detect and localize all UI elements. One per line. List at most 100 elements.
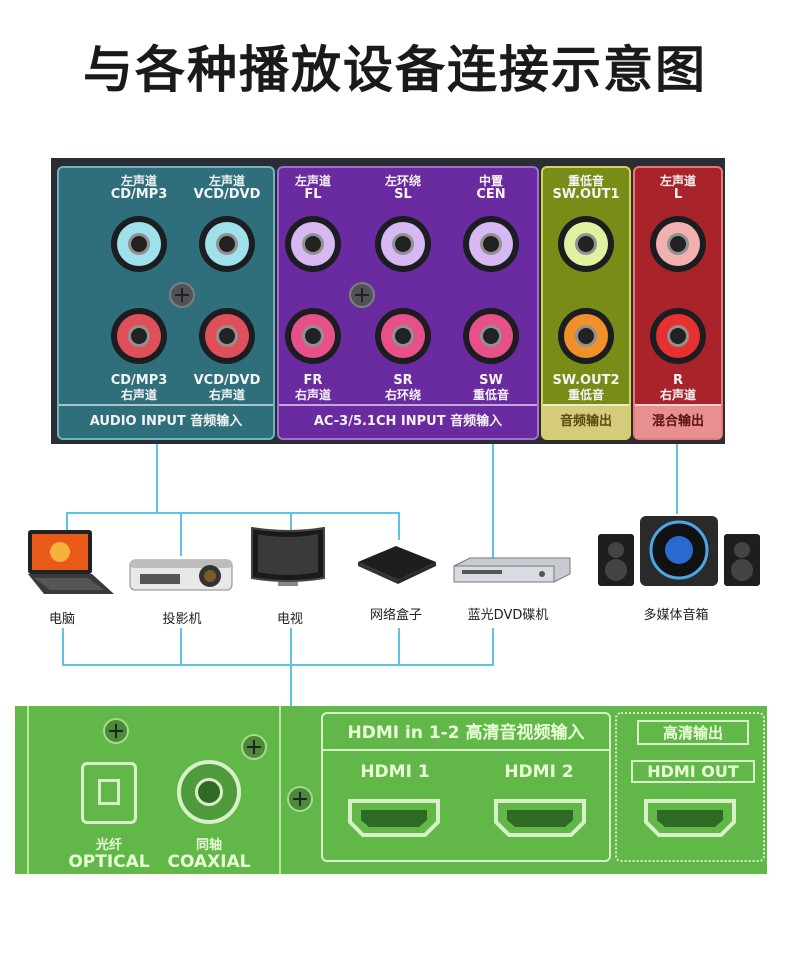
jack-vcddvd-right[interactable] — [199, 308, 255, 364]
sr-en: SR — [363, 374, 443, 388]
projector-icon[interactable] — [128, 556, 234, 600]
jack-sw-out1[interactable] — [558, 216, 614, 272]
audio-col1-bottom-cn: 右声道 — [121, 388, 157, 402]
jack-cdmp3-right[interactable] — [111, 308, 167, 364]
connector-line — [62, 628, 64, 664]
hdmi1-label: HDMI 1 — [345, 762, 445, 782]
coaxial-cn: 同轴 — [163, 834, 255, 853]
jack-cdmp3-left[interactable] — [111, 216, 167, 272]
sw-output-section: 重低音 SW.OUT1 SW.OUT2 重低音 音频输出 — [541, 166, 631, 440]
jack-cen[interactable] — [463, 216, 519, 272]
connector-line — [180, 628, 182, 664]
jack-vcddvd-left[interactable] — [199, 216, 255, 272]
mix-output-section: 左声道 L R 右声道 混合输出 — [633, 166, 723, 440]
hdmi-input-frame: HDMI in 1-2 高清音视频输入 HDMI 1 HDMI 2 — [321, 712, 611, 862]
screw-icon — [103, 718, 129, 744]
fr-cn: 右声道 — [295, 388, 331, 402]
mix-right-label: R 右声道 — [638, 374, 718, 402]
audio-input-section: 左声道 CD/MP3 左声道 VCD/DVD CD/MP3 右声道 VCD/DV… — [57, 166, 275, 440]
jack-sr[interactable] — [375, 308, 431, 364]
audio-col1-bottom-label: CD/MP3 右声道 — [99, 374, 179, 402]
connector-line — [180, 512, 182, 556]
mix-right-cn: 右声道 — [660, 388, 696, 402]
hdmi2-label: HDMI 2 — [489, 762, 589, 782]
hdmi2-port[interactable] — [493, 798, 587, 838]
audio-col1-top-label: 左声道 CD/MP3 — [99, 174, 179, 202]
sw-label: SW 重低音 — [451, 374, 531, 402]
ac3-input-footer: AC-3/5.1CH INPUT 音频输入 — [279, 404, 537, 438]
jack-sw-out2[interactable] — [558, 308, 614, 364]
jack-mix-left[interactable] — [650, 216, 706, 272]
fr-en: FR — [273, 374, 353, 388]
sw-en: SW — [451, 374, 531, 388]
sw-output-footer: 音频输出 — [543, 404, 629, 438]
dvd-player-icon[interactable] — [452, 556, 572, 590]
coaxial-port[interactable] — [177, 760, 241, 824]
ac3-input-section: 左声道 FL 左环绕 SL 中置 CEN FR 右声道 SR 右环绕 SW 重低… — [277, 166, 539, 440]
mix-left-cn: 左声道 — [660, 174, 696, 188]
sr-cn: 右环绕 — [385, 388, 421, 402]
audio-col2-top-en: VCD/DVD — [187, 188, 267, 202]
connector-line — [62, 664, 494, 666]
device-label-computer: 电脑 — [2, 608, 122, 627]
fr-label: FR 右声道 — [273, 374, 353, 402]
connector-line — [398, 628, 400, 664]
sw-out1-label: 重低音 SW.OUT1 — [546, 174, 626, 202]
laptop-icon[interactable] — [24, 528, 116, 604]
hdmi-out-port[interactable] — [643, 798, 737, 838]
rear-panel-audio: L R 左声道 CD/MP3 左声道 VCD/DVD CD/MP3 右声道 VC… — [51, 158, 725, 444]
audio-col2-bottom-en: VCD/DVD — [187, 374, 267, 388]
connector-line — [66, 512, 400, 514]
optical-en: OPTICAL — [63, 852, 155, 872]
device-label-speaker: 多媒体音箱 — [616, 604, 736, 623]
device-label-projector: 投影机 — [122, 608, 242, 627]
hdmi-out-label: HDMI OUT — [631, 760, 755, 783]
audio-col2-top-label: 左声道 VCD/DVD — [187, 174, 267, 202]
sl-label: 左环绕 SL — [363, 174, 443, 202]
audio-col1-bottom-en: CD/MP3 — [99, 374, 179, 388]
optical-port[interactable] — [81, 762, 137, 824]
sr-label: SR 右环绕 — [363, 374, 443, 402]
device-label-bluray-dvd: 蓝光DVD碟机 — [448, 604, 568, 623]
mix-output-footer: 混合输出 — [635, 404, 721, 438]
jack-mix-right[interactable] — [650, 308, 706, 364]
hdmi1-port[interactable] — [347, 798, 441, 838]
optical-port-inner — [98, 779, 120, 805]
jack-fl[interactable] — [285, 216, 341, 272]
jack-sw[interactable] — [463, 308, 519, 364]
jack-sl[interactable] — [375, 216, 431, 272]
audio-input-footer: AUDIO INPUT 音频输入 — [59, 404, 273, 438]
connector-line — [676, 444, 678, 514]
speaker-icon[interactable] — [594, 512, 764, 592]
fl-label: 左声道 FL — [273, 174, 353, 202]
device-label-network-box: 网络盒子 — [336, 604, 456, 623]
tv-icon[interactable] — [248, 524, 328, 596]
sw-out2-en: SW.OUT2 — [546, 374, 626, 388]
sl-cn: 左环绕 — [385, 174, 421, 188]
connector-line — [492, 628, 494, 664]
cen-en: CEN — [451, 188, 531, 202]
connector-line — [492, 444, 494, 558]
audio-col1-top-en: CD/MP3 — [99, 188, 179, 202]
jack-fr[interactable] — [285, 308, 341, 364]
sw-out1-cn: 重低音 — [568, 174, 604, 188]
sw-out1-en: SW.OUT1 — [546, 188, 626, 202]
mix-left-en: L — [638, 188, 718, 202]
screw-icon — [349, 282, 375, 308]
fl-cn: 左声道 — [295, 174, 331, 188]
screw-icon — [287, 786, 313, 812]
cen-cn: 中置 — [479, 174, 503, 188]
page-title: 与各种播放设备连接示意图 — [0, 30, 790, 102]
device-label-tv: 电视 — [230, 608, 350, 627]
sw-cn: 重低音 — [473, 388, 509, 402]
mix-left-label: 左声道 L — [638, 174, 718, 202]
hdmi-in-header: HDMI in 1-2 高清音视频输入 — [323, 718, 609, 751]
screw-icon — [241, 734, 267, 760]
optical-cn: 光纤 — [63, 834, 155, 853]
audio-col1-top-cn: 左声道 — [121, 174, 157, 188]
cen-label: 中置 CEN — [451, 174, 531, 202]
hd-out-header: 高清输出 — [637, 720, 749, 745]
hdmi-output-frame: 高清输出 HDMI OUT — [615, 712, 765, 862]
audio-col2-top-cn: 左声道 — [209, 174, 245, 188]
network-box-icon[interactable] — [352, 542, 440, 590]
